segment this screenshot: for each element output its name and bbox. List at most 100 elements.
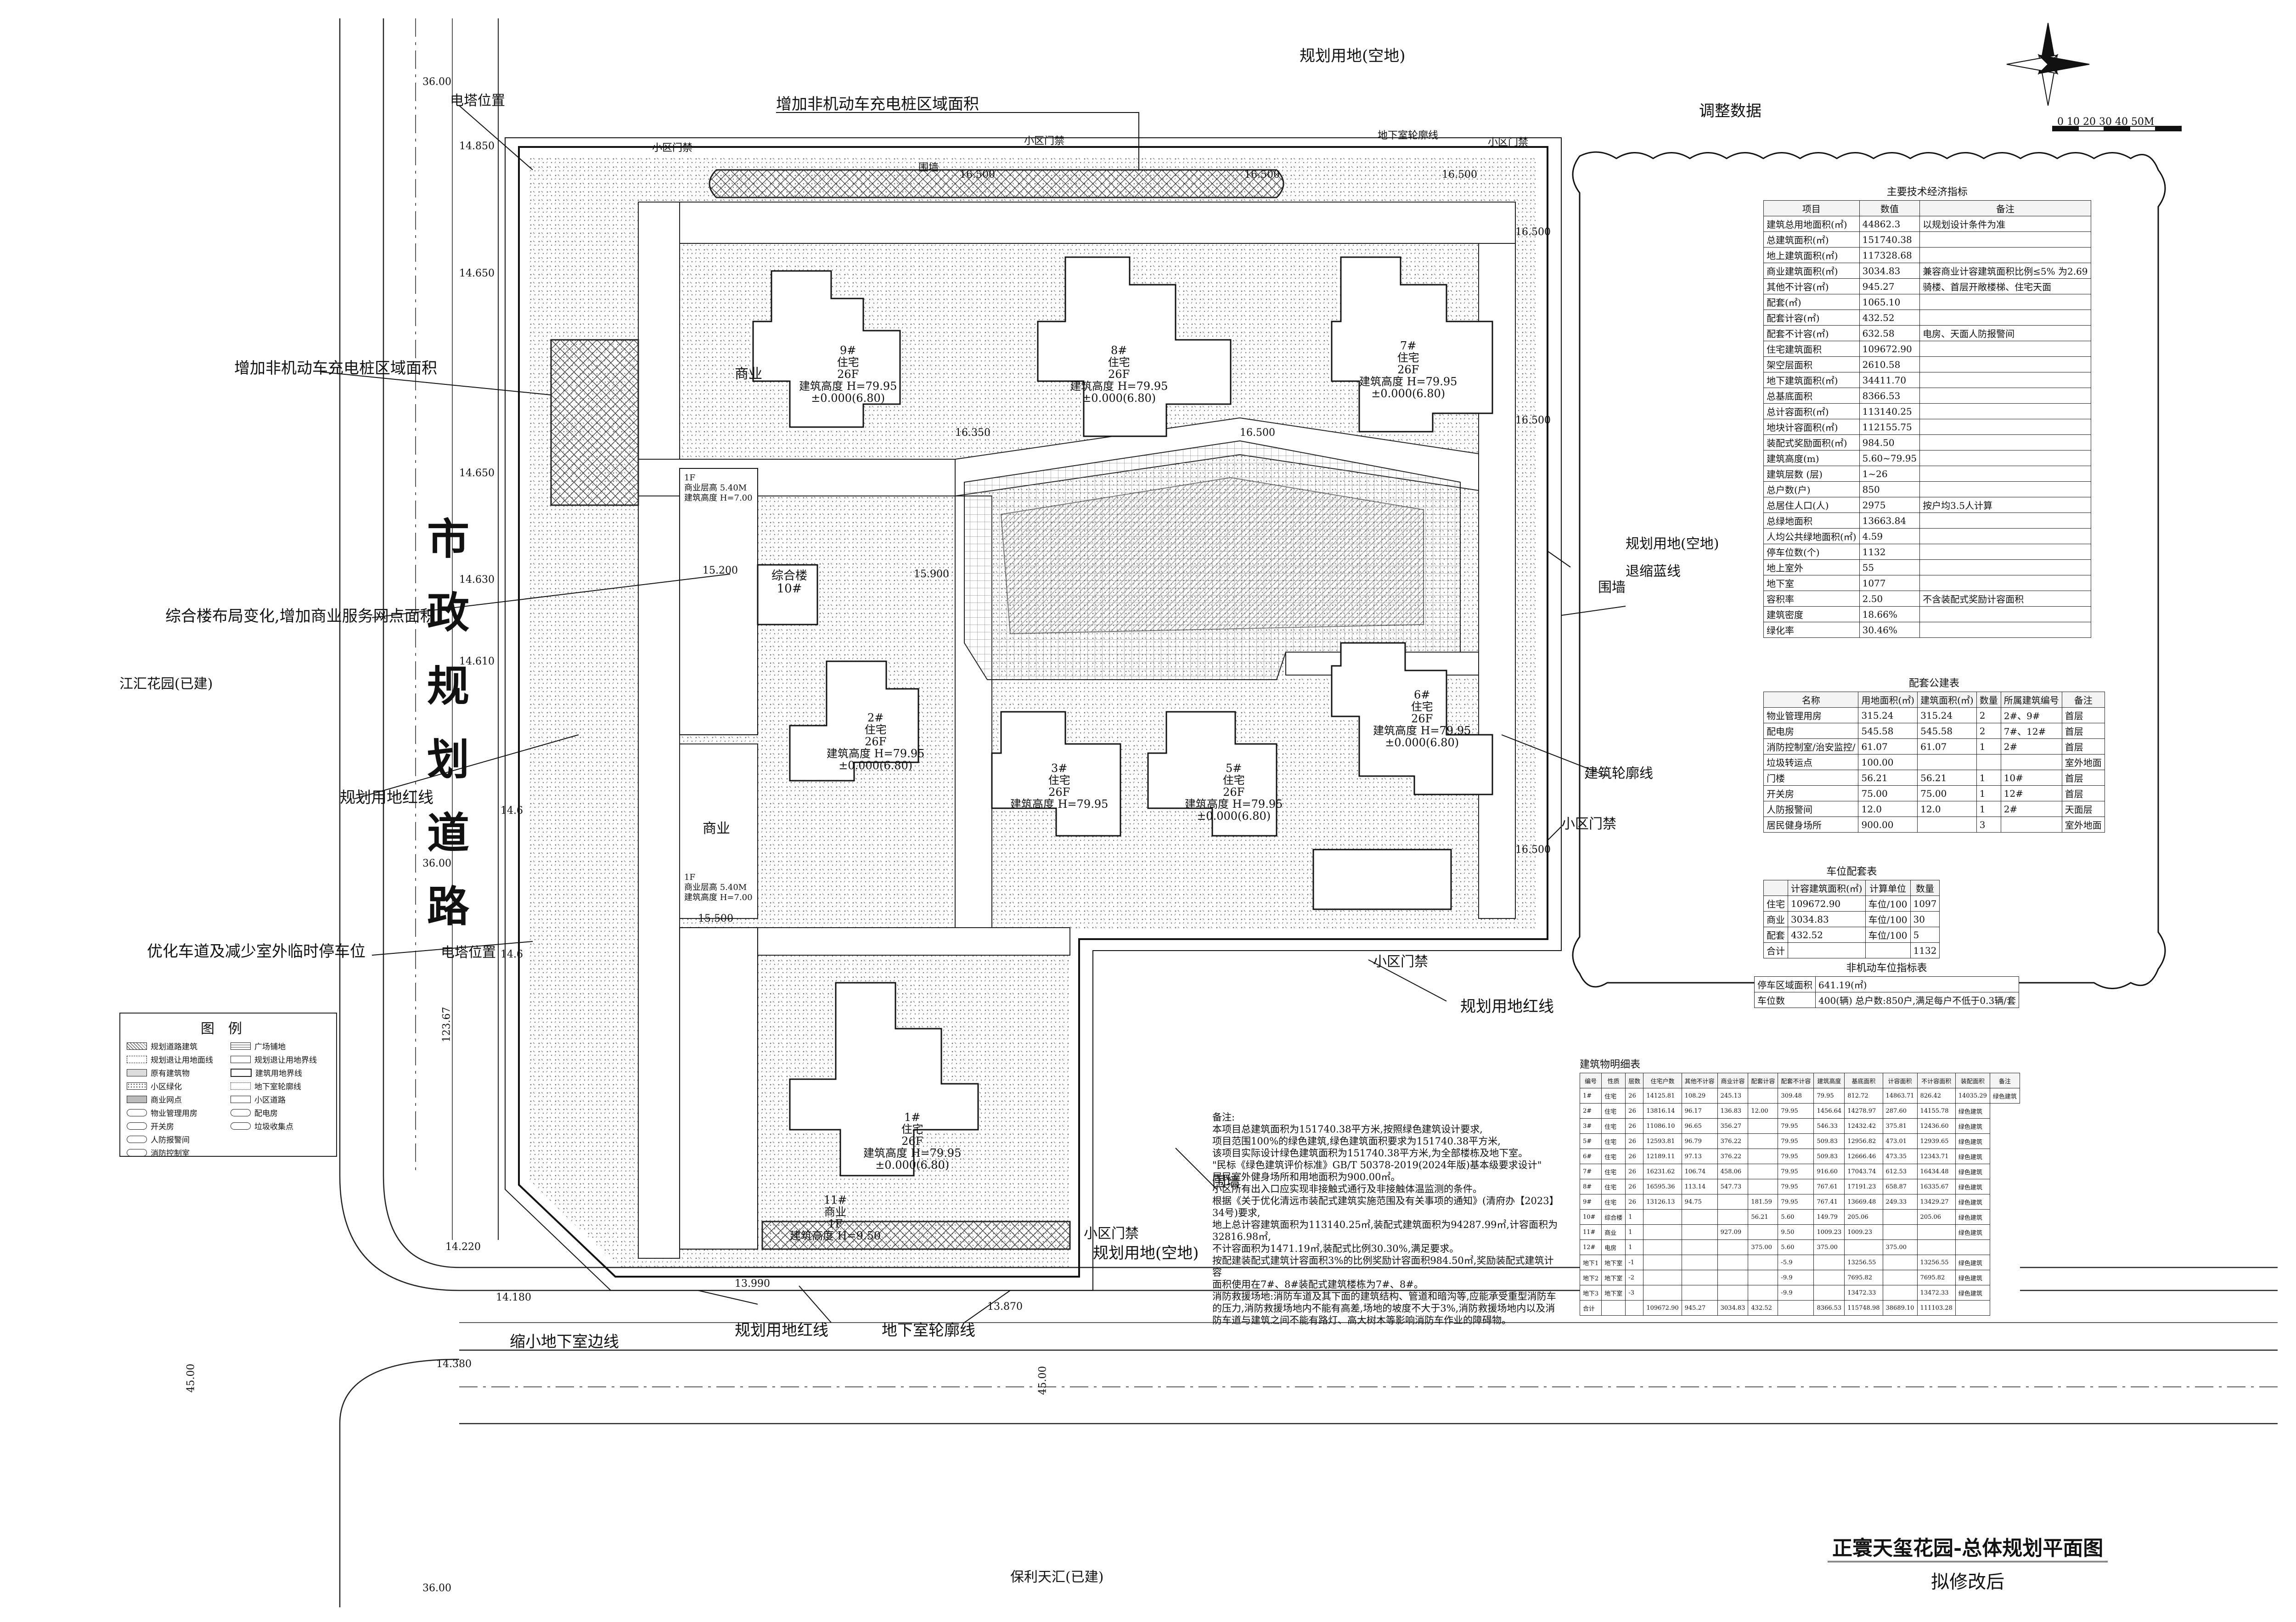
callout-suoxiao: 缩小地下室边线: [510, 1333, 619, 1351]
roads: [339, 18, 2278, 1607]
table-cell: 546.33: [1813, 1118, 1845, 1134]
table-cell: 111103.28: [1917, 1300, 1956, 1316]
table-cell: 1: [1625, 1239, 1644, 1255]
notes-line: 防车道与建筑之间不能有路灯、高大树木等影响消防车作业的障碍物。: [1212, 1315, 1511, 1326]
drawing-subtitle: 拟修改后: [1931, 1571, 2005, 1593]
table-cell: [1681, 1224, 1718, 1240]
table-cell: 5.60~79.95: [1859, 450, 1920, 466]
table-cell: 79.95: [1778, 1133, 1814, 1149]
table-cell: 绿色建筑: [1955, 1224, 1990, 1240]
table-cell: 109672.90: [1788, 895, 1866, 912]
table-cell: 车位数: [1754, 992, 1816, 1008]
table-header-cell: 商业计容: [1717, 1073, 1749, 1088]
table-header-row: 名称用地面积(㎡)建筑面积(㎡)数量所属建筑编号备注: [1763, 692, 2105, 708]
table-cell: 16231.62: [1643, 1164, 1682, 1179]
table-cell: [2000, 754, 2062, 770]
table-cell: 1065.10: [1859, 294, 1920, 310]
table-cell: 115748.98: [1844, 1300, 1883, 1316]
table-cell: [1748, 1255, 1778, 1270]
table-cell: 其他不计容(㎡): [1763, 278, 1860, 294]
callout-hongxian-mid: 规划用地红线: [1460, 997, 1554, 1016]
table-cell: [1882, 1285, 1918, 1301]
table-cell: [1748, 1224, 1778, 1240]
table-cell: 1009.23: [1844, 1224, 1883, 1240]
table-header-cell: 数值: [1859, 200, 1920, 216]
table-cell: 13256.55: [1844, 1255, 1883, 1270]
callout-hongxian-bottom: 规划用地红线: [735, 1321, 828, 1340]
table-cell: 287.60: [1882, 1103, 1918, 1119]
callout-kongdi-right: 规划用地(空地): [1626, 536, 1719, 552]
table-cell: 停车区域面积: [1754, 976, 1816, 992]
road-name-char: 道: [427, 808, 470, 858]
table-cell: 人均公共绿地面积(㎡): [1763, 528, 1860, 544]
table-cell: 装配式奖励面积(㎡): [1763, 434, 1860, 451]
table-cell: 109672.90: [1859, 341, 1920, 357]
table-cell: 30.46%: [1859, 622, 1920, 638]
central-plaza: [964, 440, 1461, 680]
table-cell: 2610.58: [1859, 356, 1920, 372]
road-name-char: 划: [427, 735, 470, 784]
table-cell: 2: [1976, 707, 2001, 723]
table-header-cell: 配套不计容: [1778, 1073, 1814, 1088]
table-cell: 7695.82: [1844, 1270, 1883, 1285]
table-cell: [1748, 1179, 1778, 1194]
table-cell: [1919, 450, 2091, 466]
road-name-char: 路: [427, 882, 470, 931]
table-cell: 12#: [1579, 1239, 1602, 1255]
table-cell: [1919, 231, 2091, 248]
table-header-cell: 计容面积: [1882, 1073, 1918, 1088]
table-cell: [1748, 1285, 1778, 1301]
table-cell: [1955, 1239, 1990, 1255]
table-cell: 配电房: [1763, 723, 1859, 739]
table-cell: 26: [1625, 1118, 1644, 1134]
table-cell: 547.73: [1717, 1179, 1749, 1194]
table-header-cell: 建筑高度: [1813, 1073, 1845, 1088]
table-cell: 79.95: [1778, 1179, 1814, 1194]
callout-weiqiang-bottom: 围墙: [1212, 1174, 1240, 1190]
table-cell: 绿化率: [1763, 622, 1860, 638]
elevation-mark: 14.610: [459, 656, 495, 667]
table-cell: [1717, 1194, 1749, 1210]
callout-weiqiang-right: 围墙: [1598, 580, 1626, 596]
adjust-cloud: [1572, 151, 2166, 989]
elevation-mark: 15.200: [703, 565, 738, 576]
tech-row: 总户数(户)850: [1763, 481, 2091, 497]
table-cell: 181.59: [1748, 1194, 1778, 1210]
table-cell: [1813, 1255, 1845, 1270]
site-boundary: [505, 137, 1562, 1291]
table-cell: 8366.53: [1813, 1300, 1845, 1316]
road-name-char: 政: [427, 588, 470, 637]
table-header-cell: 数量: [1910, 880, 1940, 896]
table-cell: [1681, 1285, 1718, 1301]
table-cell: [1919, 606, 2091, 622]
table-cell: 1: [1625, 1209, 1644, 1225]
table-cell: 13816.14: [1643, 1103, 1682, 1119]
table-cell: 75.00: [1858, 785, 1918, 801]
tech-row: 地上建筑面积(㎡)117328.68: [1763, 247, 2091, 263]
table-cell: 人防报警间: [1763, 801, 1859, 817]
table-cell: 住宅建筑面积: [1763, 341, 1860, 357]
table-cell: 配套(㎡): [1763, 294, 1860, 310]
table-cell: 绿色建筑: [1955, 1209, 1990, 1225]
tech-row: 建筑层数 (层)1~26: [1763, 466, 2091, 482]
table-cell: 总基底面积: [1763, 388, 1860, 404]
table-cell: [1917, 1239, 1956, 1255]
table-cell: 地下建筑面积(㎡): [1763, 372, 1860, 388]
table-cell: 2: [1976, 723, 2001, 739]
